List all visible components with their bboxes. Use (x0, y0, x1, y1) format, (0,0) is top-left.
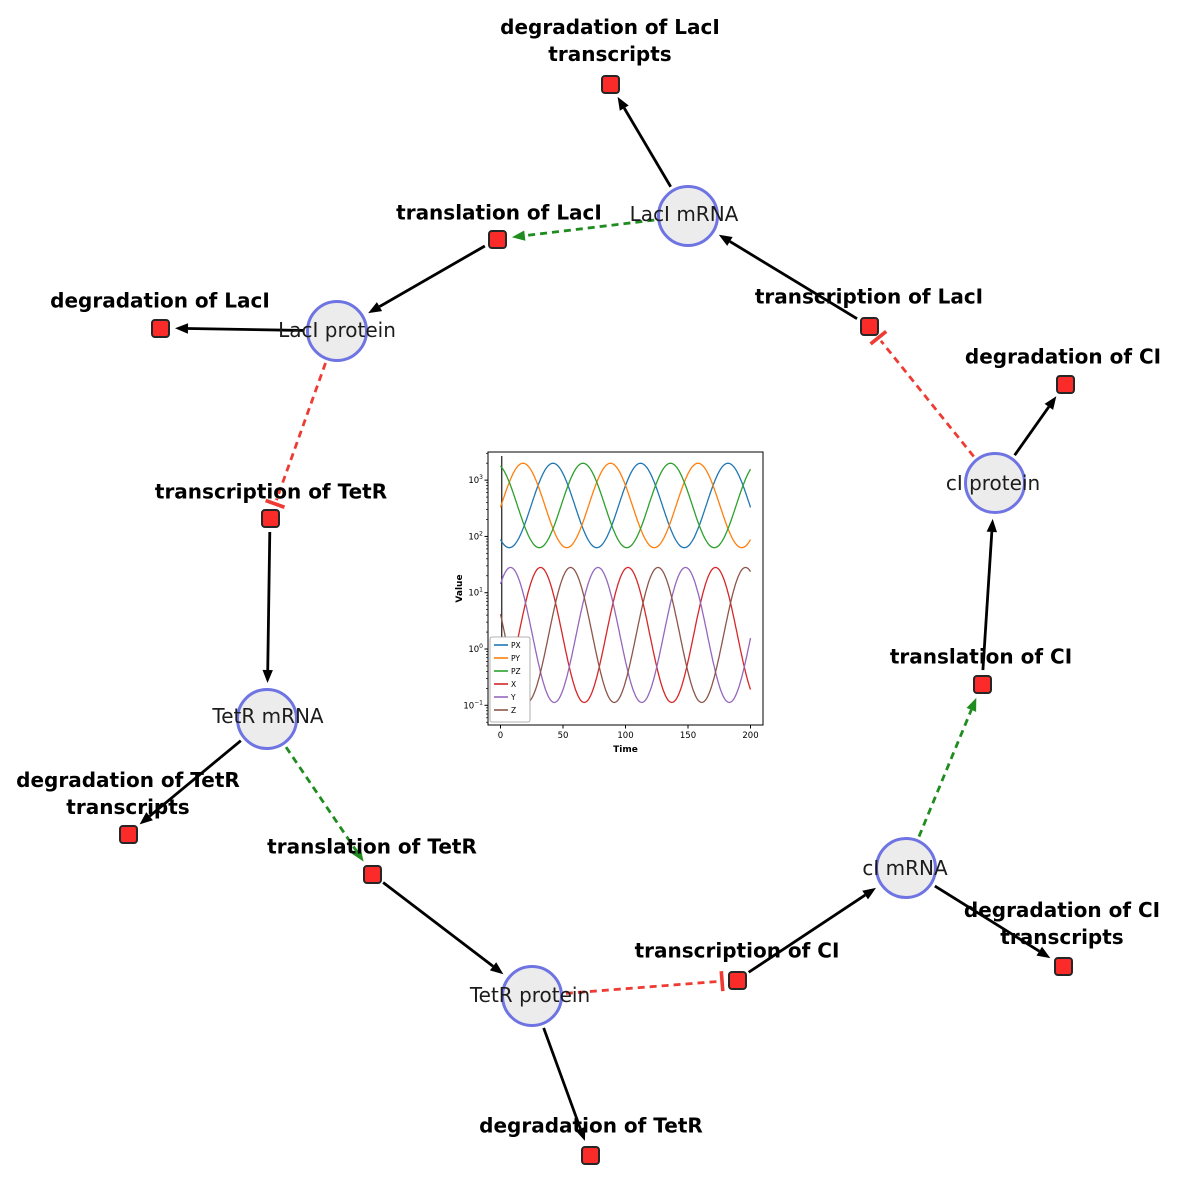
x-tick-label: 50 (558, 731, 569, 741)
edge-inhibit-cI_protein-transc_LacI-tee (869, 330, 888, 346)
species-label-TetR_mRNA: TetR mRNA (212, 703, 324, 728)
edge-consume-TetR_mRNA-deg_TetR_tr (148, 739, 242, 818)
edge-consume-TetR_protein-deg_TetR (542, 1027, 582, 1130)
edge-produce-transl_TetR-TetR_protein (382, 881, 494, 968)
edge-produce-transl_TetR-TetR_protein-arrowhead (489, 962, 504, 975)
edge-produce-transl_LacI-LacI_protein (378, 244, 486, 308)
reaction-node-deg_LacI (150, 318, 170, 338)
edge-produce-transl_cI-cI_protein (981, 531, 994, 671)
reaction-node-transl_LacI (487, 229, 507, 249)
species-node-cI_mRNA (875, 837, 937, 899)
reaction-label-deg_LacI: degradation of LacI (50, 288, 270, 313)
edge-inhibit-LacI_protein-transc_TetR-tee (265, 498, 286, 509)
edge-consume-LacI_protein-deg_LacI (187, 327, 304, 332)
chart-legend: PX PY PZ XYZ (489, 636, 531, 723)
edge-produce-transc_cI-cI_mRNA-arrowhead (862, 887, 876, 900)
edge-modifier-cI_mRNA-transl_cI-arrowhead (966, 697, 977, 712)
edge-modifier-LacI_mRNA-transl_LacI-arrowhead (511, 230, 526, 241)
species-label-LacI_mRNA: LacI mRNA (629, 201, 739, 226)
legend-label-PX: PX (511, 641, 521, 650)
edge-consume-TetR_mRNA-deg_TetR_tr-arrowhead (139, 812, 153, 825)
legend-label-PY: PY (511, 654, 520, 663)
reaction-label-transl_TetR: translation of TetR (267, 834, 477, 859)
legend-label-X: X (511, 680, 516, 689)
species-node-TetR_protein (501, 965, 563, 1027)
reaction-node-transc_TetR (260, 508, 280, 528)
species-node-LacI_protein (306, 300, 368, 362)
edge-inhibit-TetR_protein-transc_cI-tee (719, 971, 725, 992)
edge-consume-cI_protein-deg_cI (1013, 406, 1050, 457)
x-tick-label: 150 (680, 731, 696, 741)
reaction-label-deg_cI_tr: degradation of CI transcripts (963, 898, 1161, 949)
edge-modifier-TetR_mRNA-transl_TetR-arrowhead (352, 847, 364, 862)
y-tick-label: 103 (468, 474, 483, 486)
series-PZ (500, 462, 752, 549)
reaction-node-deg_TetR (580, 1145, 600, 1165)
edge-consume-cI_protein-deg_cI-arrowhead (1044, 396, 1057, 410)
edge-inhibit-cI_protein-transc_LacI (879, 339, 975, 458)
edge-modifier-TetR_mRNA-transl_TetR (284, 746, 358, 852)
legend-label-PZ: PZ (511, 667, 521, 676)
edge-consume-LacI_mRNA-deg_LacI_tr (623, 107, 672, 188)
y-tick-label: 10−1 (463, 699, 483, 711)
series-Z (499, 566, 752, 704)
edge-modifier-cI_mRNA-transl_cI (917, 709, 973, 838)
reaction-node-deg_cI (1055, 374, 1075, 394)
edge-consume-cI_mRNA-deg_cI_tr-arrowhead (1036, 946, 1051, 959)
edge-produce-transl_cI-cI_protein-arrowhead (986, 518, 997, 533)
y-tick-label: 100 (468, 643, 483, 655)
edge-produce-transc_LacI-LacI_mRNA-arrowhead (718, 234, 733, 246)
edge-produce-transc_TetR-TetR_mRNA (266, 531, 272, 671)
x-tick-label: 200 (742, 731, 758, 741)
reaction-label-transl_cI: translation of CI (889, 644, 1073, 669)
edge-produce-transc_LacI-LacI_mRNA (729, 240, 858, 320)
species-node-cI_protein (964, 452, 1026, 514)
reaction-node-deg_cI_tr (1053, 956, 1073, 976)
reaction-label-transc_TetR: transcription of TetR (154, 479, 388, 504)
reaction-node-transl_TetR (362, 864, 382, 884)
x-tick-label: 100 (617, 731, 633, 741)
edge-inhibit-LacI_protein-transc_TetR (275, 362, 327, 501)
species-label-LacI_protein: LacI protein (278, 317, 396, 342)
reaction-label-deg_cI: degradation of CI (964, 344, 1162, 369)
reaction-label-transc_cI: transcription of CI (634, 938, 840, 963)
reaction-node-transc_cI (727, 970, 747, 990)
species-node-TetR_mRNA (236, 688, 298, 750)
edge-produce-transc_cI-cI_mRNA (747, 893, 866, 974)
reaction-label-transl_LacI: translation of LacI (396, 200, 602, 225)
reaction-node-deg_LacI_tr (600, 74, 620, 94)
edge-modifier-LacI_mRNA-transl_LacI (524, 218, 655, 238)
legend-label-Y: Y (510, 693, 516, 702)
species-node-LacI_mRNA (657, 185, 719, 247)
reaction-label-deg_TetR: degradation of TetR (479, 1113, 703, 1138)
edge-produce-transc_TetR-TetR_mRNA-arrowhead (262, 669, 273, 683)
reaction-node-deg_TetR_tr (118, 824, 138, 844)
series-PY (499, 462, 752, 549)
edge-consume-cI_mRNA-deg_cI_tr (934, 884, 1040, 953)
edge-consume-TetR_protein-deg_TetR-arrowhead (575, 1126, 586, 1141)
edge-inhibit-TetR_protein-transc_cI (565, 980, 719, 995)
edge-consume-LacI_protein-deg_LacI-arrowhead (175, 323, 189, 334)
series-X (499, 566, 752, 704)
y-tick-label: 101 (468, 587, 483, 599)
y-tick-label: 102 (468, 530, 483, 542)
reaction-label-transc_LacI: transcription of LacI (754, 284, 984, 309)
species-label-cI_protein: cI protein (945, 470, 1041, 495)
reaction-label-deg_TetR_tr: degradation of TetR transcripts (16, 768, 240, 819)
edge-consume-LacI_mRNA-deg_LacI_tr-arrowhead (617, 96, 629, 111)
edge-produce-transl_LacI-LacI_protein-arrowhead (368, 302, 383, 314)
species-label-TetR_protein: TetR protein (469, 982, 591, 1007)
reaction-label-deg_LacI_tr: degradation of LacI transcripts (500, 15, 720, 66)
species-label-cI_mRNA: cI mRNA (862, 855, 948, 880)
reaction-node-transc_LacI (859, 316, 879, 336)
x-tick-label: 0 (498, 731, 503, 741)
y-axis-label: Value (455, 574, 465, 602)
legend-label-Z: Z (511, 706, 516, 715)
reaction-node-transl_cI (972, 674, 992, 694)
x-axis-label: Time (613, 745, 638, 755)
series-Y (499, 566, 752, 704)
